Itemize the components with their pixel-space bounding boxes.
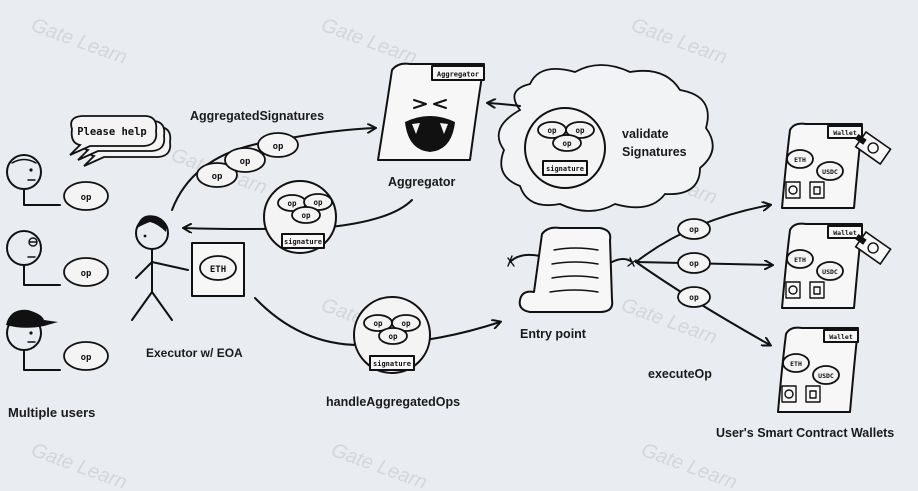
wallet-usdc: USDC (822, 268, 838, 276)
op-label: op (212, 172, 223, 182)
wallet-usdc: USDC (818, 372, 834, 380)
op-label: op (301, 211, 311, 220)
signature-label: signature (284, 238, 322, 246)
handle-label: handleAggregatedOps (326, 395, 460, 409)
op-token (257, 132, 299, 158)
watermark: Gate Learn (628, 14, 730, 69)
execute-op-label: executeOp (648, 367, 712, 381)
watermark: Gate Learn (638, 439, 740, 491)
validate-signatures-group: op op op signature validate Signatures (488, 64, 714, 212)
executor-label: Executor w/ EOA (146, 346, 243, 360)
op-label: op (689, 259, 699, 268)
return-bundle-group: op op op signature (184, 180, 413, 254)
wallets-label: User's Smart Contract Wallets (716, 426, 894, 440)
op-label: op (689, 293, 699, 302)
speech-bubble: Please help (69, 115, 172, 167)
executor-eth-block: ETH (191, 242, 245, 297)
op-token (224, 147, 266, 173)
op-token (63, 181, 109, 211)
op-label: op (575, 126, 585, 135)
money-bill-icon (854, 130, 892, 166)
op-label: op (373, 319, 383, 328)
wallet-eth: ETH (794, 256, 806, 264)
op-label: op (81, 269, 92, 279)
op-token (63, 341, 109, 371)
op-token (63, 257, 109, 287)
validate-label-line1: validate (622, 127, 669, 141)
op-label: op (81, 353, 92, 363)
users-group: Please help op op (6, 115, 172, 420)
aggregator-group: Aggregator Aggregator (377, 62, 485, 189)
executor-eth-label: ETH (210, 265, 226, 275)
aggregator-tab-label: Aggregator (437, 71, 479, 79)
wallet-card-2: Wallet ETH USDC (781, 222, 892, 309)
handle-aggregated-ops-group: op op op signature handleAggregatedOps (254, 296, 500, 409)
wallet-title: Wallet (833, 129, 857, 137)
wallet-title: Wallet (829, 333, 853, 341)
op-label: op (388, 332, 398, 341)
user-figure-3: op (6, 309, 109, 371)
speech-text: Please help (77, 126, 147, 138)
op-token (196, 162, 238, 188)
op-label: op (81, 193, 92, 203)
wallet-card-1: Wallet ETH USDC (781, 122, 892, 209)
money-bill-icon (854, 230, 892, 266)
execute-op-group: op op op executeOp (635, 205, 772, 381)
user-figure-1: op (6, 154, 109, 211)
wallet-eth: ETH (794, 156, 806, 164)
aggregated-signatures-label: AggregatedSignatures (190, 109, 324, 123)
wallet-usdc: USDC (822, 168, 838, 176)
executor-group: ETH Executor w/ EOA (131, 215, 245, 360)
validate-label-line2: Signatures (622, 145, 687, 159)
signature-label: signature (373, 360, 411, 368)
watermark: Gate Learn (328, 439, 430, 491)
op-label: op (689, 225, 699, 234)
watermark: Gate Learn (28, 439, 130, 491)
signature-label: signature (546, 165, 584, 173)
user-figure-2: op (6, 230, 109, 287)
op-label: op (401, 319, 411, 328)
entry-point-label: Entry point (520, 327, 587, 341)
wallet-title: Wallet (833, 229, 857, 237)
op-label: op (313, 198, 323, 207)
op-label: op (240, 157, 251, 167)
op-label: op (562, 139, 572, 148)
aggregated-signatures-group: AggregatedSignatures op op op (171, 109, 375, 211)
wallet-eth: ETH (790, 360, 802, 368)
wallets-group: Wallet ETH USDC Wallet ETH USDC (716, 122, 894, 440)
op-label: op (287, 199, 297, 208)
users-label: Multiple users (8, 405, 95, 420)
op-label: op (273, 142, 284, 152)
entry-point-group: Entry point (507, 226, 637, 341)
op-label: op (547, 126, 557, 135)
wallet-card-3: Wallet ETH USDC (777, 326, 859, 413)
watermark: Gate Learn (318, 14, 420, 69)
aggregator-label: Aggregator (388, 175, 456, 189)
watermark: Gate Learn (28, 14, 130, 69)
